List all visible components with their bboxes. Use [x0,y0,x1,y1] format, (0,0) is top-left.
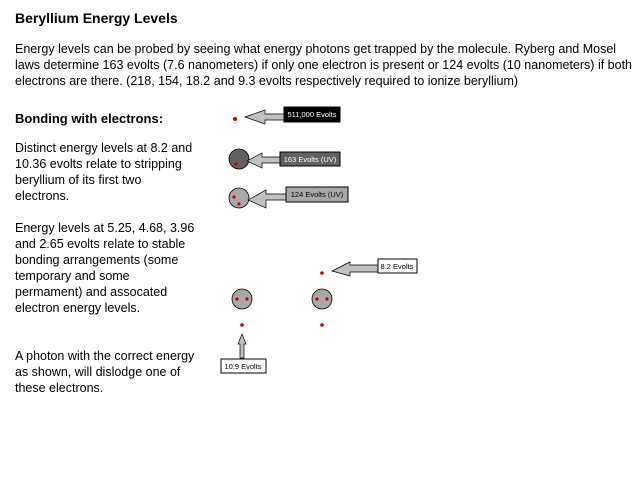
beryllium-nucleus [228,148,250,170]
electron-dot [235,297,239,301]
label-box-163 [279,151,341,167]
intro-text: Energy levels can be probed by seeing wh… [15,42,632,88]
electron-dot [320,323,324,327]
arrow-124 [247,189,287,209]
paragraph-distinct-levels: Distinct energy levels at 8.2 and 10.36 … [15,141,193,203]
beryllium-nucleus [311,288,333,310]
arrow-8-2 [331,261,379,277]
bonding-heading: Bonding with electrons: [15,111,164,126]
electron-dot [233,117,237,121]
label-box-8-2 [377,258,418,274]
paragraph-bonding-levels: Energy levels at 5.25, 4.68, 3.96 and 2.… [15,221,195,315]
label-124: 124 Evolts (UV) [291,190,344,199]
electron-dot [232,195,236,199]
label-163: 163 Evolts (UV) [284,155,337,164]
beryllium-nucleus [231,288,253,310]
electron-dot [245,297,249,301]
electron-dot [237,202,241,206]
page-title: Beryllium Energy Levels [15,10,178,26]
electron-dot [240,323,244,327]
label-511: 511,000 Evolts [287,110,336,119]
arrow-10-9 [237,333,247,359]
arrow-163 [246,152,281,169]
paragraph-photon: A photon with the correct energy as show… [15,349,195,395]
electron-dot [315,297,319,301]
label-box-124 [285,186,349,203]
electron-dot [325,297,329,301]
beryllium-nucleus [228,187,250,209]
label-box-10-9 [220,358,267,374]
electron-dot [320,271,324,275]
arrow-511 [243,109,285,125]
label-box-511 [283,106,341,123]
label-10-9: 10.9 Evolts [224,362,261,371]
electron-dot [234,162,238,166]
label-8-2: 8.2 Evolts [381,262,414,271]
